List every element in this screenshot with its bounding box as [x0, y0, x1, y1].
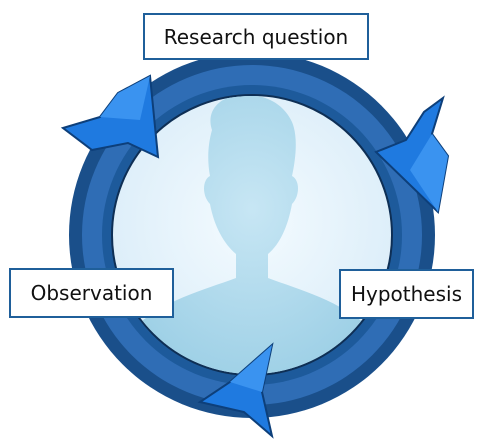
- arrow-top-left-icon: [60, 74, 160, 159]
- label-observation: Observation: [9, 268, 174, 318]
- label-research-question: Research question: [143, 13, 369, 60]
- label-hypothesis: Hypothesis: [339, 269, 474, 319]
- arrow-bottom-icon: [197, 342, 274, 439]
- person-silhouette-icon: [132, 96, 372, 374]
- arrow-top-right-icon: [374, 95, 450, 215]
